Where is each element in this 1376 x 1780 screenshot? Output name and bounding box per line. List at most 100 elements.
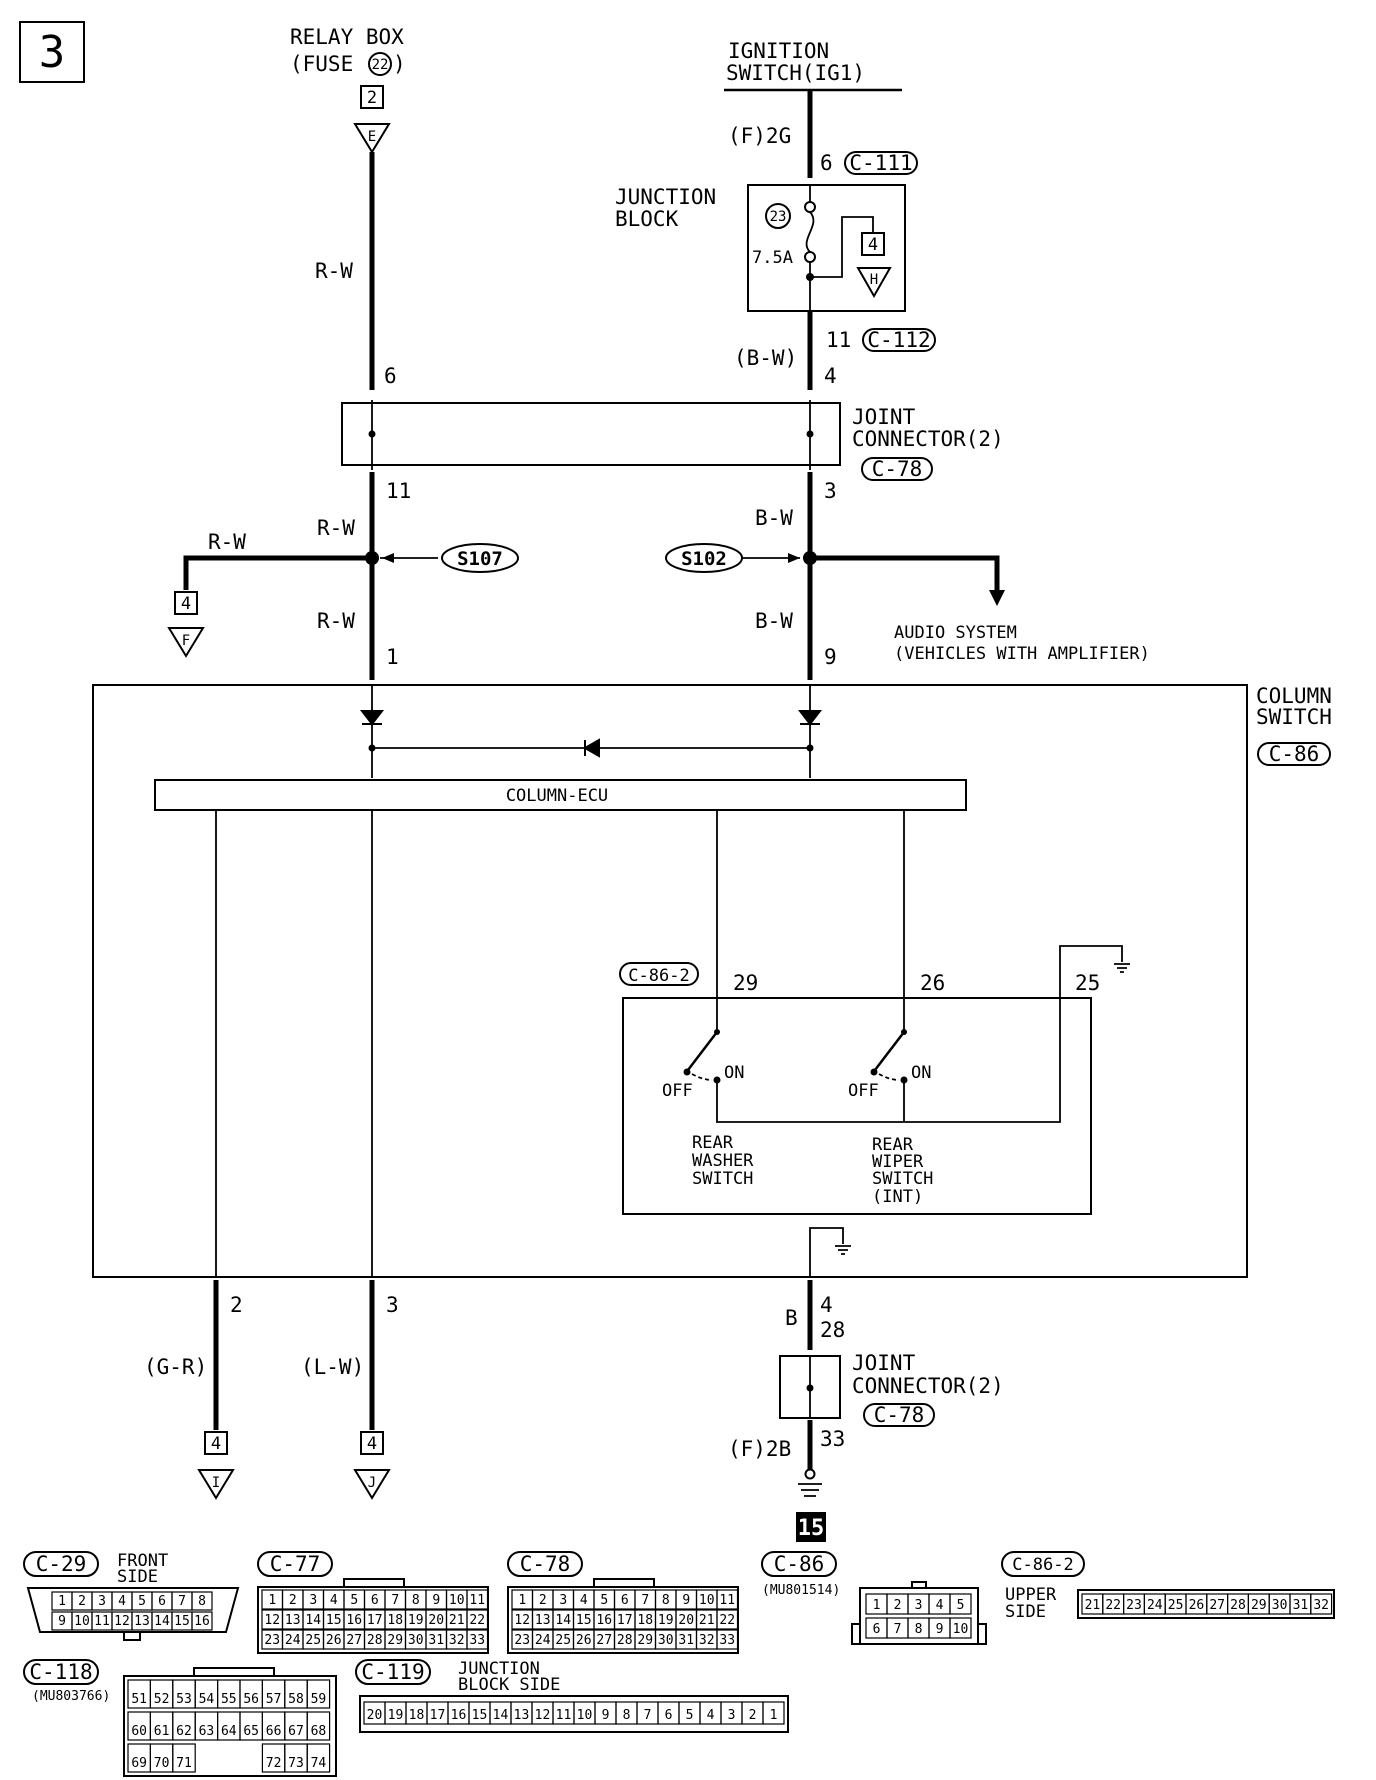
ground-symbol xyxy=(798,1483,822,1497)
pin-26-label: 26 xyxy=(920,971,945,995)
diode-bridge xyxy=(582,738,600,758)
connector-pin-number: 13 xyxy=(285,1613,301,1628)
wire-gr-label: (G-R) xyxy=(144,1355,207,1379)
c86-name: C-86 xyxy=(774,1552,825,1576)
connector-pin-number: 4 xyxy=(580,1593,588,1608)
connector-pin-number: 8 xyxy=(623,1708,631,1723)
c29-label-2: SIDE xyxy=(117,1567,158,1587)
connector-pin-number: 29 xyxy=(1251,1598,1267,1613)
connector-pin-number: 12 xyxy=(264,1613,280,1628)
c78-tag xyxy=(507,1551,583,1577)
washer-name-2: WASHER xyxy=(692,1151,754,1171)
jb-fuse-number: 23 xyxy=(770,209,787,225)
wiper-swing-arc xyxy=(878,1073,900,1081)
connector-pin-number: 32 xyxy=(449,1633,465,1648)
connector-pin-number: 29 xyxy=(387,1633,403,1648)
splice-s107-label: S107 xyxy=(457,548,503,570)
c118-name: C-118 xyxy=(29,1660,92,1684)
connector-pin-number: 1 xyxy=(58,1594,66,1609)
connector-pin-number: 9 xyxy=(602,1708,610,1723)
branch-left-page-ref: 4 xyxy=(181,594,191,614)
connector-pin-number: 57 xyxy=(266,1692,282,1707)
joint-bottom-title-2: CONNECTOR(2) xyxy=(852,1374,1004,1398)
c119-tag xyxy=(355,1659,431,1685)
wiper-name-1: REAR xyxy=(872,1135,914,1155)
connector-pin-number: 18 xyxy=(637,1613,653,1628)
branch-left-ref-triangle xyxy=(167,627,205,658)
cs-out-pin-ground: 4 xyxy=(820,1293,833,1317)
jb-fuse-number-circle xyxy=(765,203,791,229)
connector-pin-number: 27 xyxy=(346,1633,362,1648)
connector-pin-number: 23 xyxy=(1126,1598,1142,1613)
connector-pin-number: 7 xyxy=(391,1593,399,1608)
jb-out-conn-tag xyxy=(862,328,936,352)
jb-in-code: (F)2G xyxy=(728,124,791,148)
connector-pin-number: 6 xyxy=(873,1622,881,1637)
wire-bw-audio-branch xyxy=(810,555,1000,592)
connector-pin-number: 1 xyxy=(770,1708,778,1723)
relay-box-title: RELAY BOX xyxy=(290,25,404,49)
connector-pin-number: 2 xyxy=(78,1594,86,1609)
connector-pin-number: 5 xyxy=(957,1598,965,1613)
connector-pin-cell xyxy=(716,1609,739,1630)
washer-blade xyxy=(687,1031,718,1071)
jb-fuse-link xyxy=(805,211,815,253)
column-switch-title-1: COLUMN xyxy=(1256,684,1332,708)
pin-29-label: 29 xyxy=(733,971,758,995)
connector-pin-number: 17 xyxy=(430,1708,446,1723)
joint-bottom-conn: C-78 xyxy=(874,1403,925,1427)
connector-pin-number: 11 xyxy=(719,1593,735,1608)
connector-pin-number: 66 xyxy=(266,1724,282,1739)
joint-connector-top-box xyxy=(341,402,841,466)
connector-pin-number: 29 xyxy=(637,1633,653,1648)
connector-pin-number: 3 xyxy=(309,1593,317,1608)
connector-pin-number: 5 xyxy=(600,1593,608,1608)
c86-right-tab xyxy=(977,1623,987,1645)
connector-pin-number: 10 xyxy=(74,1614,90,1629)
connector-pin-number: 10 xyxy=(699,1593,715,1608)
jb-ref-triangle xyxy=(856,267,892,299)
page-number: 3 xyxy=(39,27,66,78)
connector-pin-number: 27 xyxy=(596,1633,612,1648)
c862-tag xyxy=(1001,1551,1085,1577)
connector-pin-number: 8 xyxy=(198,1594,206,1609)
connector-pin-number: 9 xyxy=(432,1593,440,1608)
connector-pin-number: 10 xyxy=(449,1593,465,1608)
c86-tag xyxy=(761,1551,837,1577)
relay-box-page-box xyxy=(360,85,384,109)
cs-out-pin-1: 2 xyxy=(230,1293,243,1317)
connector-pin-number: 16 xyxy=(194,1614,210,1629)
connector-pin-number: 4 xyxy=(118,1594,126,1609)
cs-ground-wire xyxy=(809,1227,844,1277)
washer-name-1: REAR xyxy=(692,1133,734,1153)
connector-pin-cell xyxy=(306,1743,331,1773)
audio-arrowhead xyxy=(989,590,1005,606)
connector-pin-number: 14 xyxy=(555,1613,571,1628)
pin-25-ground-symbol xyxy=(1114,963,1130,973)
wire-rw-branch-left xyxy=(183,555,372,590)
splice-s107-arrowhead xyxy=(382,553,394,563)
connector-pin-number: 19 xyxy=(388,1708,404,1723)
connector-pin-number: 3 xyxy=(98,1594,106,1609)
relay-box-ref-triangle xyxy=(353,123,391,154)
connector-pin-number: 32 xyxy=(1313,1598,1329,1613)
connector-pin-number: 68 xyxy=(311,1724,327,1739)
relay-box-fuse-label: (FUSE xyxy=(290,52,353,76)
diode-right xyxy=(797,710,823,726)
connector-pin-number: 28 xyxy=(367,1633,383,1648)
connector-pin-number: 64 xyxy=(221,1724,237,1739)
connector-pin-number: 12 xyxy=(535,1708,551,1723)
connector-pin-number: 25 xyxy=(305,1633,321,1648)
switch-common-wire xyxy=(716,998,1061,1123)
connector-pin-number: 58 xyxy=(288,1692,304,1707)
connector-pin-number: 11 xyxy=(94,1614,110,1629)
ground-number: 15 xyxy=(798,1516,825,1541)
joint-top-title-1: JOINT xyxy=(852,405,916,429)
jb-out-pin: 11 xyxy=(826,328,851,352)
connector-pin-number: 65 xyxy=(243,1724,259,1739)
connector-pin-cell xyxy=(466,1629,489,1650)
c29-label-1: FRONT xyxy=(117,1551,168,1571)
connector-pin-number: 20 xyxy=(428,1613,444,1628)
out-left-ref-letter: I xyxy=(212,1475,220,1491)
connector-pin-number: 14 xyxy=(305,1613,321,1628)
